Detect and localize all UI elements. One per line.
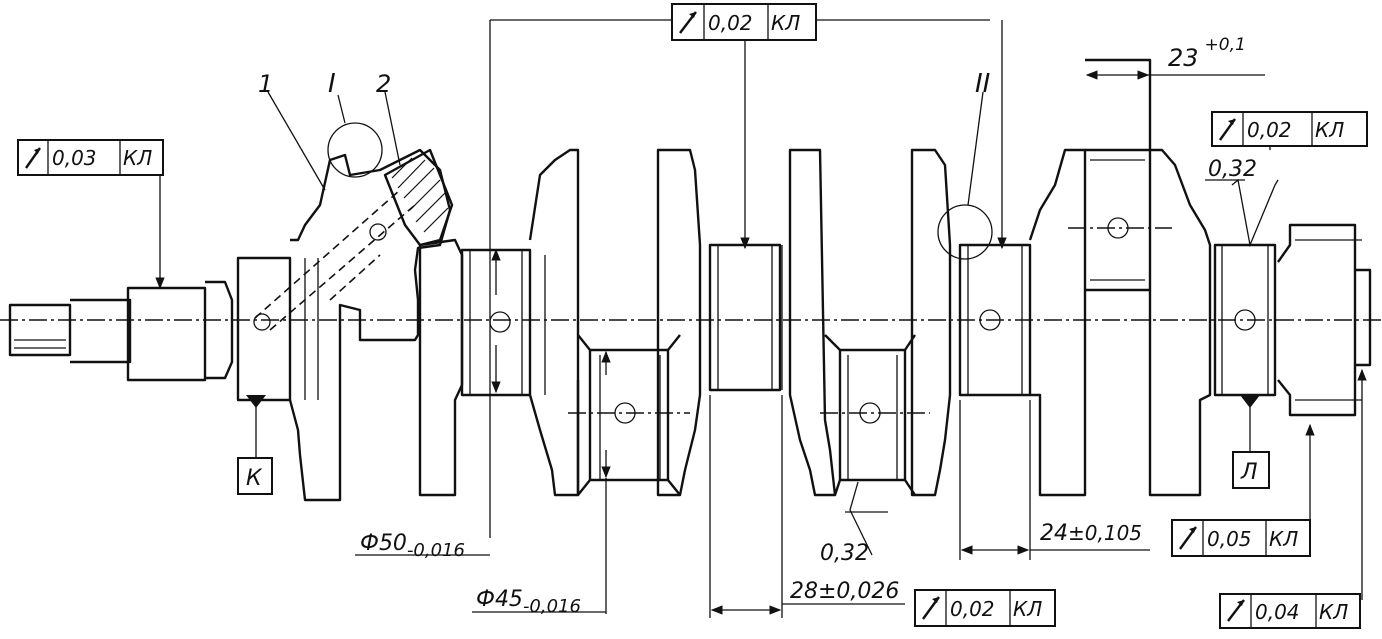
tolerance-value-bottom: 0,02	[950, 597, 995, 621]
datum-k-label: К	[246, 466, 263, 491]
tolerance-value-top: 0,02	[708, 11, 753, 35]
roughness-pin-value: 0,32	[820, 541, 869, 566]
part-2-label: 2	[376, 70, 391, 98]
tolerance-value-right-bottom: 0,04	[1255, 600, 1300, 624]
flange-width-dimension: 23+0,1	[1168, 35, 1246, 72]
tolerance-datum-right-upper: КЛ	[1315, 118, 1344, 142]
tolerance-datum-left: КЛ	[123, 146, 152, 170]
detail-circle-II	[937, 204, 993, 260]
pin-journal-diameter: Ф45-0,016	[476, 587, 581, 617]
tolerance-value-right-upper: 0,02	[1247, 118, 1292, 142]
plug-hatch	[391, 157, 449, 233]
tolerance-frame-right-middle: 0,05 КЛ	[1171, 519, 1311, 557]
tolerance-value-left: 0,03	[52, 146, 97, 170]
detail-I-label: I	[328, 69, 336, 99]
tolerance-datum-right-bottom: КЛ	[1319, 600, 1348, 624]
detail-circle-I	[327, 122, 383, 178]
tolerance-frame-left: 0,03 КЛ	[17, 139, 164, 176]
tolerance-datum-top: КЛ	[771, 11, 800, 35]
datum-box-k: К	[237, 457, 273, 495]
datum-box-l: Л	[1232, 451, 1270, 489]
part-1-label: 1	[258, 70, 273, 98]
tolerance-frame-right-bottom: 0,04 КЛ	[1219, 593, 1361, 629]
detail-II-label: II	[975, 69, 990, 99]
roughness-rear-value: 0,32	[1208, 157, 1257, 182]
dimension-lines	[155, 19, 1367, 618]
datum-l-label: Л	[1240, 460, 1258, 485]
tolerance-datum-right-middle: КЛ	[1269, 527, 1298, 551]
tolerance-frame-bottom: 0,02 КЛ	[914, 589, 1056, 627]
main-journal-diameter: Ф50-0,016	[360, 531, 465, 561]
journal-width-dimension: 24±0,105	[1040, 521, 1142, 546]
tolerance-value-right-middle: 0,05	[1207, 527, 1252, 551]
pin-length-dimension: 28±0,026	[790, 579, 899, 604]
tolerance-datum-bottom: КЛ	[1013, 597, 1042, 621]
crankshaft-body	[8, 58, 1372, 502]
tolerance-frame-right-upper: 0,02 КЛ	[1211, 111, 1368, 147]
tolerance-frame-top: 0,02 КЛ	[671, 3, 817, 41]
